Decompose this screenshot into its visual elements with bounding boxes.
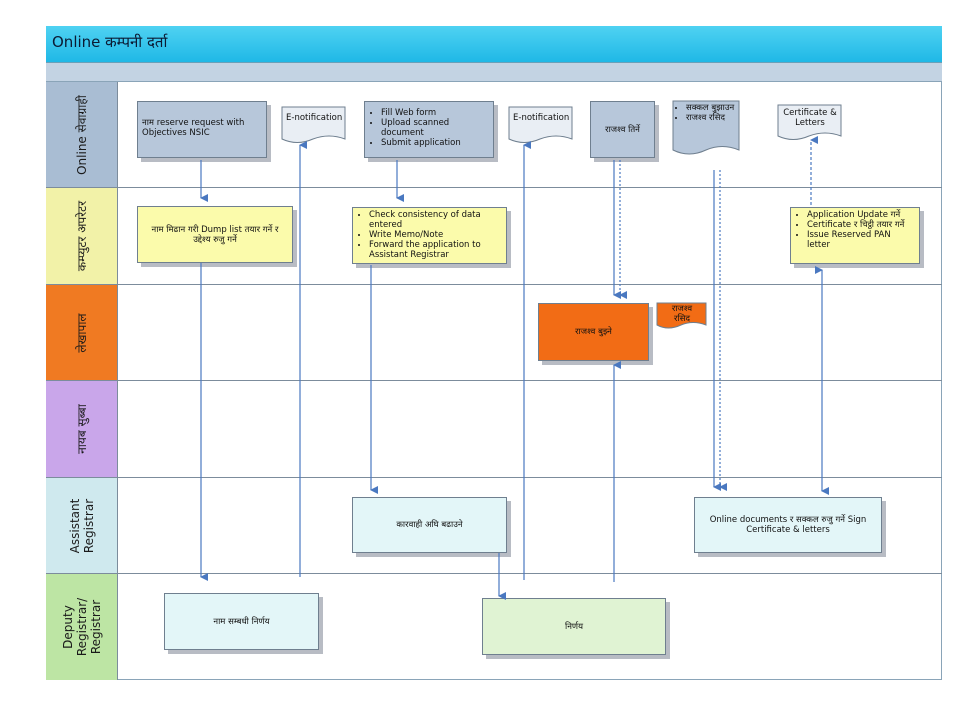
update-item: Certificate र चिट्ठी तयार गर्ने <box>807 220 915 230</box>
lane-online-client: Online सेवाग्राही <box>46 82 942 188</box>
lane-label-computer-operator: कम्प्युटर अपरेटर <box>46 188 118 284</box>
lane-computer-operator: कम्प्युटर अपरेटर <box>46 188 942 285</box>
lane-label-online-client: Online सेवाग्राही <box>46 82 118 187</box>
verify-documents-box: Online documents र सक्कल रुजु गर्ने Sign… <box>694 497 882 553</box>
submit-originals-item: सक्कल बुझाउन <box>686 103 740 113</box>
lane-label-assistant-registrar: Assistant Registrar <box>46 478 118 573</box>
web-form-box: Fill Web form Upload scanned document Su… <box>364 101 494 158</box>
title-bar: Online कम्पनी दर्ता <box>46 26 942 63</box>
check-consistency-box: Check consistency of data entered Write … <box>352 207 507 264</box>
receive-revenue-box: राजश्व बुझ्ने <box>538 303 649 361</box>
revenue-receipt-document: राजश्व रसिद <box>656 302 708 332</box>
web-form-item: Submit application <box>381 138 489 148</box>
header-strip <box>46 63 942 82</box>
pay-revenue-box: राजश्व तिर्ने <box>590 101 655 158</box>
decision-box: निर्णय <box>482 598 666 655</box>
diagram-title: Online कम्पनी दर्ता <box>52 33 168 51</box>
submit-originals-item: राजश्व रसिद <box>686 113 740 123</box>
lane-accountant: लेखापाल <box>46 285 942 381</box>
enotification-document-2: E-notification <box>508 106 576 148</box>
check-item: Write Memo/Note <box>369 230 502 240</box>
lane-label-deputy-registrar: Deputy Registrar/ Registrar <box>46 574 118 680</box>
web-form-item: Upload scanned document <box>381 118 489 138</box>
lane-assistant-registrar: Assistant Registrar <box>46 478 942 574</box>
check-item: Check consistency of data entered <box>369 210 502 230</box>
lane-label-accountant: लेखापाल <box>46 285 118 380</box>
name-match-box: नाम मिढान गरी Dump list तयार गर्ने र उद्… <box>137 206 293 263</box>
lane-naib-subba: नायब सुब्बा <box>46 381 942 478</box>
proceed-action-box: कारवाही अघि बढाउने <box>352 497 507 553</box>
submit-originals-document: सक्कल बुझाउन राजश्व रसिद <box>672 100 742 160</box>
web-form-item: Fill Web form <box>381 108 489 118</box>
enotification-document-1: E-notification <box>281 106 349 148</box>
check-item: Forward the application to Assistant Reg… <box>369 240 502 260</box>
update-item: Issue Reserved PAN letter <box>807 230 915 250</box>
lane-label-naib-subba: नायब सुब्बा <box>46 381 118 477</box>
name-reserve-request-box: नाम reserve request with Objectives NSIC <box>137 101 267 158</box>
update-item: Application Update गर्ने <box>807 210 915 220</box>
lane-deputy-registrar: Deputy Registrar/ Registrar <box>46 574 942 680</box>
name-decision-box: नाम सम्बधी निर्णय <box>164 593 319 650</box>
application-update-box: Application Update गर्ने Certificate र च… <box>790 207 920 264</box>
certificate-letters-document: Certificate & Letters <box>777 104 845 146</box>
